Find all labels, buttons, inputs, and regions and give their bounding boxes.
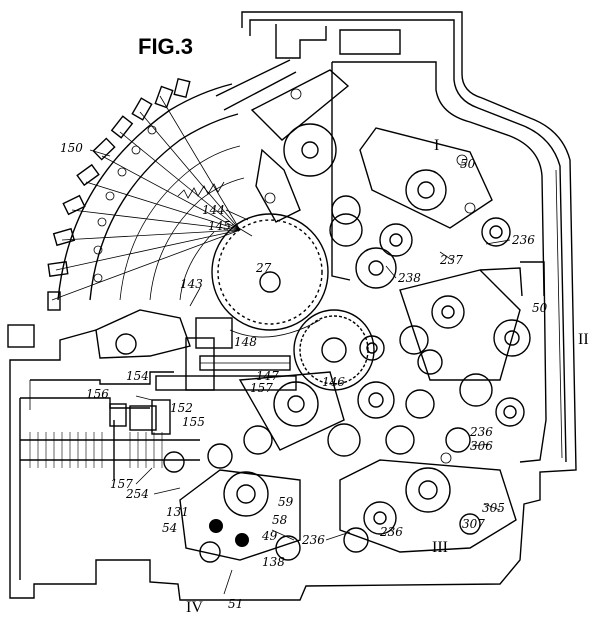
ref-131: 131: [166, 505, 189, 519]
ref-238: 238: [397, 271, 421, 285]
section-label-III: III: [432, 539, 448, 556]
ref-148: 148: [234, 335, 257, 349]
ref-146: 146: [322, 375, 345, 389]
ref-237: 237: [439, 253, 463, 267]
ref-49: 49: [261, 529, 278, 543]
gear-group-I: [329, 127, 511, 289]
upper-crank: [250, 69, 350, 223]
ref-50-upper: 50: [460, 157, 476, 171]
ref-145: 145: [208, 219, 231, 233]
ref-27: 27: [255, 261, 272, 275]
ref-306: 306: [470, 439, 493, 453]
ref-157-lower: 157: [110, 477, 133, 491]
housing-frame: [7, 11, 577, 601]
typebar-fan: [47, 59, 297, 311]
ref-236-right: 236: [469, 425, 493, 439]
shaft-assembly: [95, 309, 297, 391]
leader-lines: [89, 149, 511, 595]
ref-144: 144: [202, 203, 225, 217]
ref-59: 59: [278, 495, 294, 509]
section-label-IV: IV: [186, 599, 203, 616]
section-label-I: I: [434, 137, 439, 154]
ref-143: 143: [180, 277, 203, 291]
gear-group-III: [339, 452, 517, 553]
ref-58: 58: [272, 513, 288, 527]
ref-150: 150: [60, 141, 83, 155]
ref-307: 307: [462, 517, 485, 531]
ref-236-lower: 236: [301, 533, 325, 547]
ref-147: 147: [256, 369, 279, 383]
ref-138: 138: [262, 555, 285, 569]
gear-group-middle: [238, 371, 471, 457]
ref-254: 254: [125, 487, 149, 501]
figure-title: FIG.3: [138, 34, 193, 59]
ref-236-upper: 236: [511, 233, 535, 247]
gear-group-IV: [163, 443, 301, 563]
ref-154: 154: [126, 369, 149, 383]
ref-51: 51: [228, 597, 243, 611]
gear-group-II: [399, 267, 531, 427]
section-label-II: II: [578, 331, 589, 348]
ref-155: 155: [182, 415, 205, 429]
ref-236-lower-right: 236: [379, 525, 403, 539]
disk-stack: [20, 399, 200, 480]
ref-152: 152: [170, 401, 193, 415]
drive-gear-146: [293, 309, 385, 391]
ref-54: 54: [162, 521, 177, 535]
ref-157-upper: 157: [250, 381, 273, 395]
ref-305: 305: [482, 501, 505, 515]
ref-156: 156: [86, 387, 109, 401]
large-gear-27: [211, 213, 329, 338]
ref-50-right: 50: [532, 301, 548, 315]
